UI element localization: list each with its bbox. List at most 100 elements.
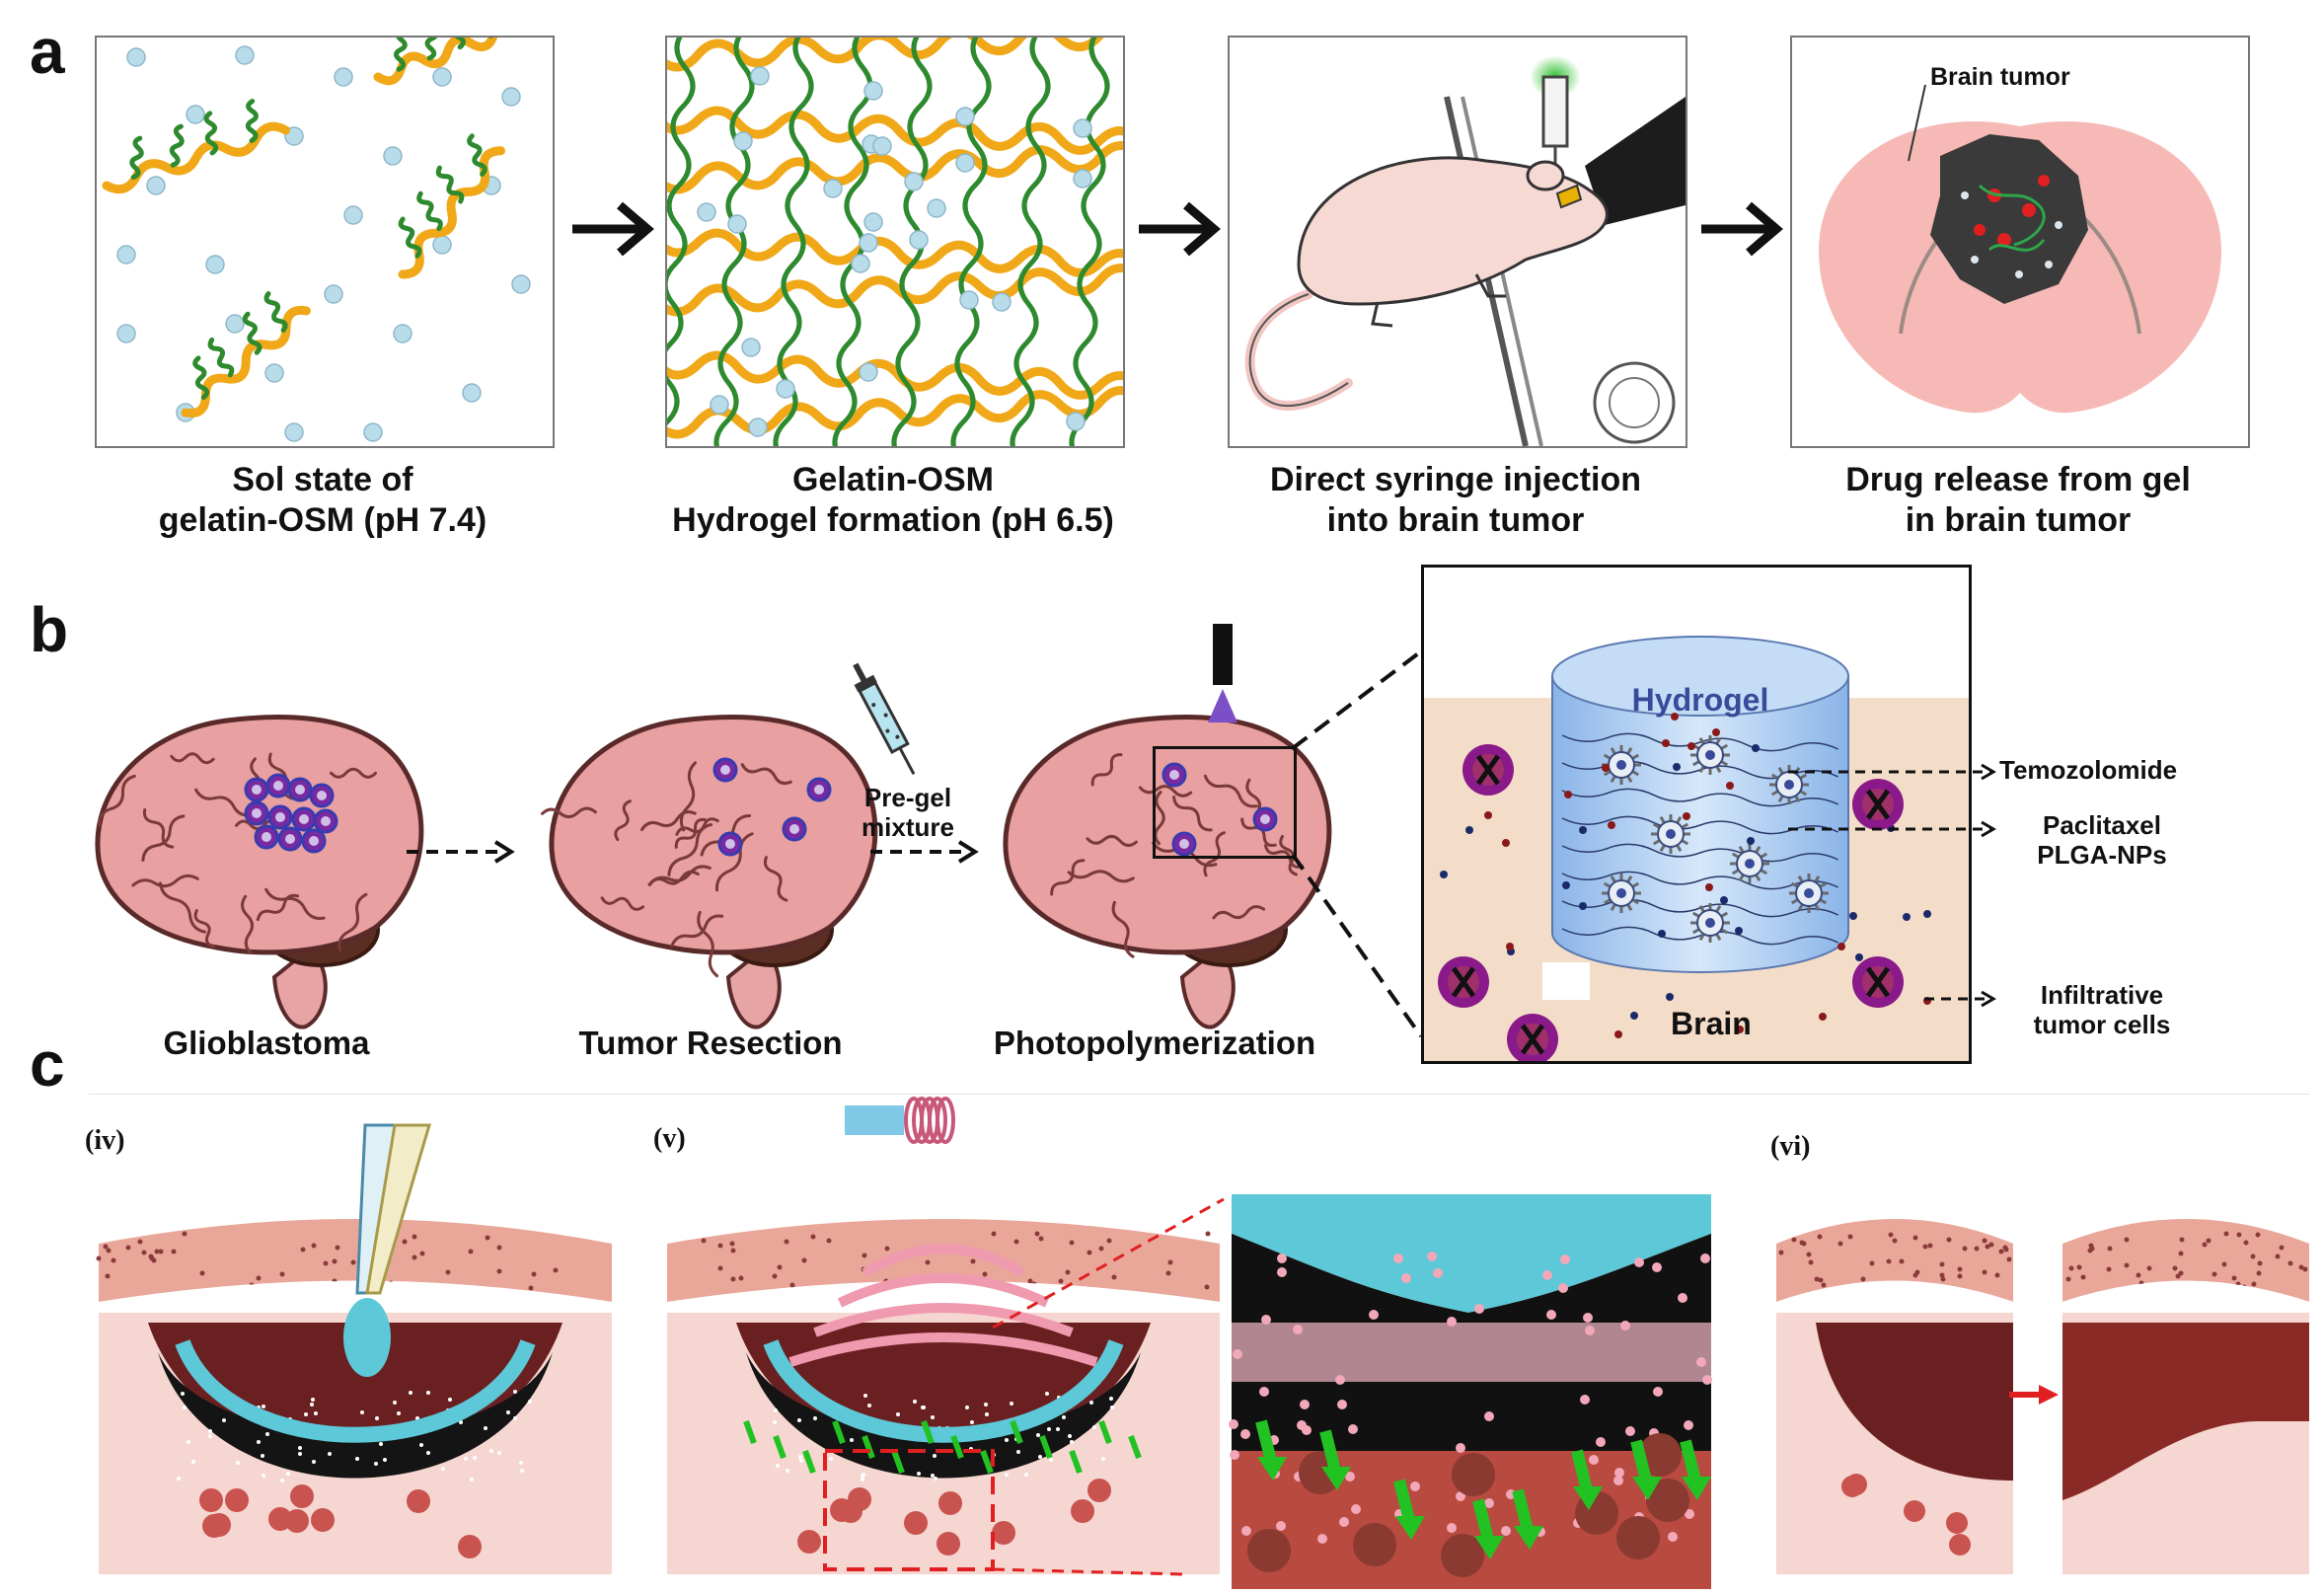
- gelatin-chain: [667, 386, 1123, 439]
- residual-tumor-cell: [285, 1509, 309, 1533]
- mouse-injection-illustration: [1244, 55, 1686, 446]
- drug-molecule: [1658, 930, 1666, 938]
- nanoparticle-dot: [1401, 1273, 1411, 1283]
- bone-pore: [701, 1238, 707, 1244]
- bead: [750, 66, 770, 86]
- resection-cavity: [1816, 1323, 2013, 1481]
- nanoparticle-dot: [1229, 1419, 1238, 1429]
- nanoparticle-dot: [1300, 1400, 1310, 1409]
- bone-pore: [862, 1253, 867, 1258]
- residual-tumor-cell: [407, 1489, 430, 1513]
- nanoparticle-dot: [355, 1457, 359, 1461]
- cross-mark: [1865, 966, 1891, 998]
- tumor-nucleus: [317, 791, 327, 800]
- bone-pore: [1818, 1277, 1824, 1283]
- nanoparticle-dot: [426, 1391, 430, 1395]
- nanoparticle-dot: [1546, 1310, 1556, 1320]
- nanoparticle-dot: [1456, 1443, 1465, 1453]
- bone-pore: [1847, 1234, 1853, 1240]
- bead: [955, 153, 975, 173]
- bone-pore: [789, 1282, 795, 1288]
- bone-pore: [1982, 1269, 1987, 1275]
- bead: [904, 172, 924, 191]
- nanoparticle-dot: [1276, 1521, 1286, 1531]
- bone-pore: [2212, 1271, 2217, 1277]
- bone-pore: [1808, 1259, 1814, 1265]
- bone-pore: [2243, 1240, 2249, 1246]
- nanoparticle-dot: [1583, 1313, 1593, 1323]
- nanoparticle-dot: [1016, 1450, 1020, 1454]
- nanoparticle-dot: [513, 1390, 517, 1394]
- bone-pore: [1806, 1252, 1812, 1257]
- nanoparticle-dot: [776, 1464, 780, 1468]
- drug-molecule: [1747, 837, 1755, 845]
- release-arrow: [1472, 1498, 1494, 1542]
- nanoparticle-dot: [1456, 1491, 1465, 1501]
- sulcus: [193, 909, 215, 949]
- hydrogel-caption: Gelatin-OSM Hydrogel formation (pH 6.5): [632, 460, 1155, 542]
- bead: [741, 338, 761, 357]
- nanoparticle-dot: [1484, 1498, 1494, 1508]
- tumor-nucleus: [299, 814, 309, 824]
- bone-pore: [111, 1257, 116, 1263]
- osm-strand: [263, 291, 288, 334]
- bead: [872, 136, 892, 156]
- bone-pore: [717, 1265, 723, 1271]
- bead: [909, 230, 929, 250]
- bone-pore: [412, 1234, 417, 1240]
- injection-caption-line2: into brain tumor: [1326, 501, 1585, 540]
- bone-pore: [1962, 1246, 1968, 1252]
- osm-strand: [169, 123, 185, 168]
- sulcus: [1050, 859, 1086, 896]
- nanoparticle-dot: [896, 1412, 900, 1416]
- injection-caption: Direct syringe injection into brain tumo…: [1204, 460, 1707, 542]
- osm-strand: [129, 135, 144, 181]
- polymer-strand: [1561, 732, 1839, 752]
- sulcus: [264, 887, 326, 920]
- osm-strand: [207, 337, 235, 378]
- plga-nanoparticle: [1602, 874, 1641, 913]
- bone-pore: [1098, 1246, 1104, 1252]
- drug-molecule: [1579, 826, 1587, 834]
- residual-tumor-cell: [937, 1532, 960, 1556]
- drug-molecule: [1614, 1030, 1622, 1038]
- release-arrow: [862, 1434, 875, 1460]
- sulcus: [1090, 753, 1123, 787]
- release-arrow: [802, 1449, 816, 1475]
- drug-molecule: [1562, 881, 1570, 889]
- bone-pore: [1027, 1278, 1033, 1284]
- bone-pore: [772, 1273, 778, 1279]
- bone-pore: [2302, 1266, 2308, 1272]
- nanoparticle-dot: [1241, 1526, 1251, 1536]
- drug-molecule: [1855, 953, 1863, 961]
- nanoparticle-dot: [1036, 1433, 1040, 1437]
- nanoparticle-dot: [265, 1432, 269, 1436]
- release-arrow: [1039, 1434, 1053, 1460]
- nanoparticle-dot: [931, 1474, 935, 1478]
- nanoparticle-dot: [1335, 1375, 1345, 1385]
- nanoparticle-dot: [1625, 1426, 1635, 1436]
- bone-pore: [1069, 1240, 1075, 1246]
- bone-pore: [2080, 1274, 2086, 1280]
- bone-pore: [106, 1248, 112, 1254]
- sub-vi-label: (vi): [1770, 1131, 1811, 1162]
- nanoparticle-dot: [280, 1479, 284, 1482]
- nanoparticle-dot: [1696, 1357, 1706, 1367]
- nanoparticle-dot: [1070, 1440, 1074, 1444]
- drug-molecule: [1712, 728, 1720, 736]
- polymer-strand: [1561, 926, 1839, 946]
- dashed-arrow-icon: [870, 840, 979, 864]
- pregel-line2: mixture: [862, 811, 954, 842]
- gelatin-chain: [667, 264, 1123, 317]
- nanoparticle-dot: [965, 1406, 969, 1409]
- sulcus: [141, 814, 186, 862]
- bone-pore: [154, 1249, 160, 1254]
- nanoparticle-dot: [1589, 1455, 1599, 1465]
- infiltrative-tumor-cell: [1462, 744, 1514, 796]
- bone-pore: [279, 1271, 285, 1277]
- residual-tumor-cell: [311, 1508, 335, 1532]
- bone-pore: [1957, 1273, 1963, 1279]
- bead: [823, 179, 843, 198]
- sulcus: [1203, 831, 1226, 877]
- paclitaxel-line1: Paclitaxel: [2043, 810, 2161, 840]
